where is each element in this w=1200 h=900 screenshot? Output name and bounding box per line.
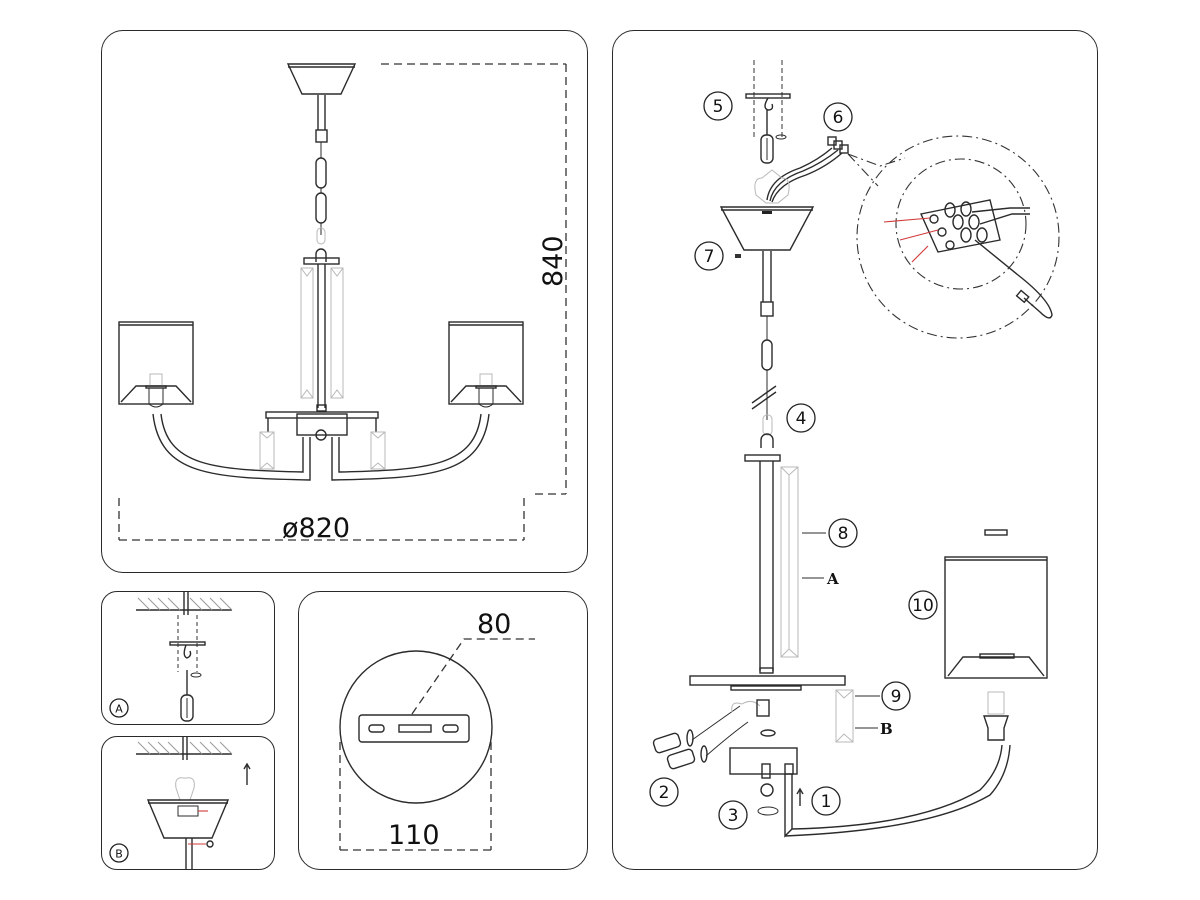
grounding-cable: [974, 239, 1053, 319]
lamp-sockets: [652, 705, 749, 770]
diameter-dimension: ø820: [118, 498, 525, 544]
callout-badge-5: [703, 91, 733, 121]
callout-label-10: 10: [912, 596, 934, 616]
center-column: [303, 257, 340, 412]
height-label: 840: [538, 235, 569, 287]
callout-label-1: 1: [821, 792, 832, 812]
ceiling-hatch: [136, 737, 233, 760]
wire-red-1: [883, 217, 931, 223]
center-column: [744, 454, 781, 674]
arm-left: [152, 413, 311, 481]
step-b-badge: [109, 843, 129, 863]
short-crystal: [835, 689, 854, 743]
rotate-icon: [757, 806, 779, 816]
screwdriver-icon: [760, 110, 787, 164]
shade-right: [448, 321, 524, 408]
plate-width-label: 80: [477, 609, 511, 640]
screwdriver-icon: [180, 670, 202, 722]
arm-right: [331, 413, 490, 481]
crossbar: [689, 675, 846, 691]
canopy-outline: [339, 650, 493, 804]
ceiling-hatch: [136, 592, 233, 615]
callout-badge-10: [908, 590, 938, 620]
plate-leader-line: [411, 638, 535, 715]
chain: [315, 142, 327, 262]
callout-badge-3: [718, 800, 748, 830]
long-crystal: [780, 466, 799, 658]
overview-panel: [101, 30, 588, 573]
junction-box: [729, 699, 798, 797]
long-crystals: [300, 267, 344, 399]
height-dimension: 840: [381, 63, 569, 495]
crystal-label-b: B: [880, 720, 893, 738]
callout-badge-9: [881, 681, 911, 711]
callout-badge-7: [694, 241, 724, 271]
up-arrow-icon: [796, 787, 804, 806]
mounting-plate: [358, 714, 470, 743]
diameter-label: ø820: [282, 513, 350, 544]
wiring-detail: [847, 135, 1060, 339]
lamp-shade: [944, 529, 1048, 679]
short-crystals: [259, 431, 386, 470]
callout-label-3: 3: [728, 806, 739, 826]
ceiling-bracket: [745, 60, 791, 140]
canopy-raise: [146, 777, 230, 870]
arm: [784, 744, 1011, 838]
callout-label-7: 7: [704, 247, 715, 267]
mounting-bracket: [169, 615, 206, 672]
wire-red-2: [899, 229, 939, 241]
step-b-label: B: [115, 848, 123, 861]
callout-badge-2: [649, 777, 679, 807]
callout-badge-8: [828, 518, 858, 548]
callout-label-8: 8: [838, 524, 849, 544]
callout-badge-4: [786, 403, 816, 433]
shade-left: [118, 321, 194, 408]
callout-label-9: 9: [891, 687, 902, 707]
wire-red-3: [911, 245, 929, 263]
canopy-diameter-dimension: [339, 742, 492, 851]
canopy: [719, 206, 815, 251]
canopy-diameter-label: 110: [388, 820, 440, 851]
ceiling-canopy: [286, 63, 357, 95]
bulb-socket: [983, 691, 1009, 741]
crossbar: [265, 411, 379, 441]
callout-label-2: 2: [659, 783, 670, 803]
crystal-label-a: A: [826, 570, 839, 588]
lift-arrow-icon: [243, 762, 251, 785]
supply-wires: [766, 136, 849, 203]
rod-chain: [751, 251, 777, 448]
terminal-block: [920, 199, 1030, 253]
step-a-label: A: [115, 703, 123, 716]
callout-label-6: 6: [833, 108, 844, 128]
callout-label-5: 5: [713, 97, 724, 117]
assembly-panel: [612, 30, 1098, 870]
hook-ghost: [754, 169, 790, 204]
callout-badge-1: [811, 786, 841, 816]
callout-badge-6: [823, 102, 853, 132]
step-a-badge: [109, 698, 129, 718]
canopy-screw: [735, 254, 741, 258]
callout-label-4: 4: [796, 409, 807, 429]
